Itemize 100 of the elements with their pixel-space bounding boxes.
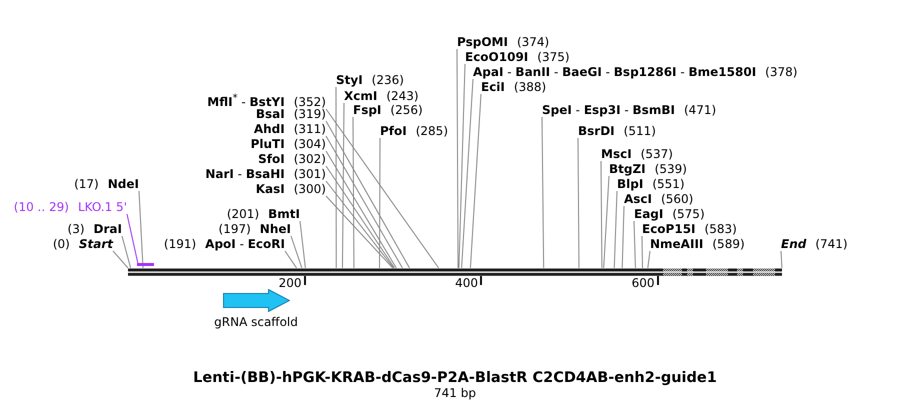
leader-line [603, 176, 610, 268]
site-position: (311) [294, 122, 326, 136]
leader-line [542, 116, 544, 268]
leader-line [600, 160, 602, 268]
feature-bar [136, 263, 154, 266]
leader-line [326, 196, 394, 268]
enzyme-name: BsaI [256, 107, 285, 121]
site-position: (511) [624, 124, 656, 138]
enzyme-name: FspI [353, 103, 382, 117]
enzyme-name: StyI [336, 73, 363, 87]
site-position: (575) [672, 207, 705, 221]
enzyme-name: MflI$^{*}$ - BstYI [207, 92, 285, 109]
leader-line [138, 190, 144, 268]
leader-line [326, 136, 403, 268]
enzyme-name: NarI - BsaHI [205, 167, 285, 181]
enzyme-name: SpeI - Esp3I - BsmBI [542, 103, 675, 117]
leader-line [326, 108, 440, 268]
leader-line [780, 250, 782, 268]
leader-line [461, 78, 474, 268]
site-position: (285) [416, 124, 448, 138]
leader-line [336, 86, 337, 268]
site-position: (375) [537, 50, 570, 64]
enzyme-name: EciI [481, 80, 505, 94]
leader-line [622, 206, 624, 268]
leader-line [647, 250, 650, 268]
scale-label: 200 [278, 276, 302, 290]
site-position: (302) [294, 152, 326, 166]
scale-label: 600 [632, 276, 654, 290]
site-position: (301) [294, 167, 326, 181]
site-position: (471) [684, 103, 716, 117]
site-position: (539) [654, 162, 687, 176]
dna-sequence-bar [128, 268, 782, 276]
enzyme-name: PluTI [250, 137, 285, 151]
sequence-end-label: End [781, 237, 806, 251]
leader-line [379, 138, 380, 268]
leader-line [456, 48, 459, 268]
leader-line [642, 236, 643, 268]
site-position: (352) [294, 95, 326, 109]
enzyme-name: AscI [624, 192, 652, 206]
site-position: (197) [218, 222, 251, 236]
enzyme-name: ApaI - BanII - BaeGI - Bsp1286I - Bme1580I [473, 65, 756, 79]
enzyme-name: KasI [256, 182, 285, 196]
leader-line [326, 180, 394, 268]
site-position: (17) [74, 177, 99, 191]
enzyme-name: PfoI [380, 124, 407, 138]
site-position: (374) [516, 35, 550, 49]
site-position: (589) [712, 237, 745, 251]
site-position: (191) [164, 237, 196, 251]
enzyme-name: NheI [260, 222, 291, 236]
enzyme-name: EagI [634, 207, 664, 221]
site-position: (236) [372, 73, 404, 87]
enzyme-name: BlpI [617, 177, 644, 191]
enzyme-name: MscI [601, 147, 632, 161]
site-position: (378) [765, 65, 798, 79]
enzyme-name: BmtI [268, 207, 300, 221]
map-title: Lenti-(BB)-hPGK-KRAB-dCas9-P2A-BlastR C2CD4AB-enh2-guide1 [193, 369, 717, 387]
enzyme-name: XcmI [344, 89, 378, 103]
site-position: (243) [386, 89, 419, 103]
enzyme-name: SfoI [258, 152, 285, 166]
site-position: (583) [704, 222, 737, 236]
enzyme-name: BsrDI [578, 124, 615, 138]
leader-line [578, 138, 580, 268]
leader-line [290, 236, 302, 268]
leader-line [126, 214, 138, 264]
site-position: (551) [652, 177, 685, 191]
enzyme-name: PspOMI [457, 35, 508, 49]
scale-label: 400 [455, 276, 478, 290]
site-position: (388) [514, 80, 546, 94]
site-position: (3) [68, 222, 85, 236]
leader-line [112, 250, 128, 268]
leader-line [352, 116, 354, 268]
leader-line [458, 64, 466, 268]
leader-line [300, 220, 306, 268]
enzyme-name: DraI [94, 222, 122, 236]
site-position: (304) [294, 137, 326, 151]
site-position: (0) [52, 237, 70, 251]
site-position: (300) [294, 182, 326, 196]
enzyme-name: NdeI [108, 177, 139, 191]
sequence-end-label: Start [78, 237, 113, 251]
enzyme-name: EcoP15I [642, 222, 696, 236]
site-position: (319) [294, 107, 326, 121]
leader-line [284, 250, 298, 268]
enzyme-name: BtgZI [609, 162, 646, 176]
sequence-length: 741 bp [434, 386, 476, 400]
site-position: (560) [661, 192, 694, 206]
site-position: (201) [226, 207, 260, 221]
feature-name: LKO.1 5' [78, 200, 127, 214]
leader-line [122, 236, 132, 268]
site-position: (256) [390, 103, 423, 117]
enzyme-name: EcoO109I [465, 50, 528, 64]
leader-line [614, 190, 618, 268]
leader-line [634, 220, 636, 268]
leader-line [342, 102, 344, 268]
enzyme-name: AhdI [254, 122, 285, 136]
leader-line [326, 120, 410, 268]
site-position: (537) [640, 147, 673, 161]
enzyme-name: ApoI - EcoRI [205, 237, 285, 251]
enzyme-name: NmeAIII [650, 237, 704, 251]
feature-range: (10 .. 29) [14, 200, 69, 214]
site-position: (741) [815, 237, 848, 251]
